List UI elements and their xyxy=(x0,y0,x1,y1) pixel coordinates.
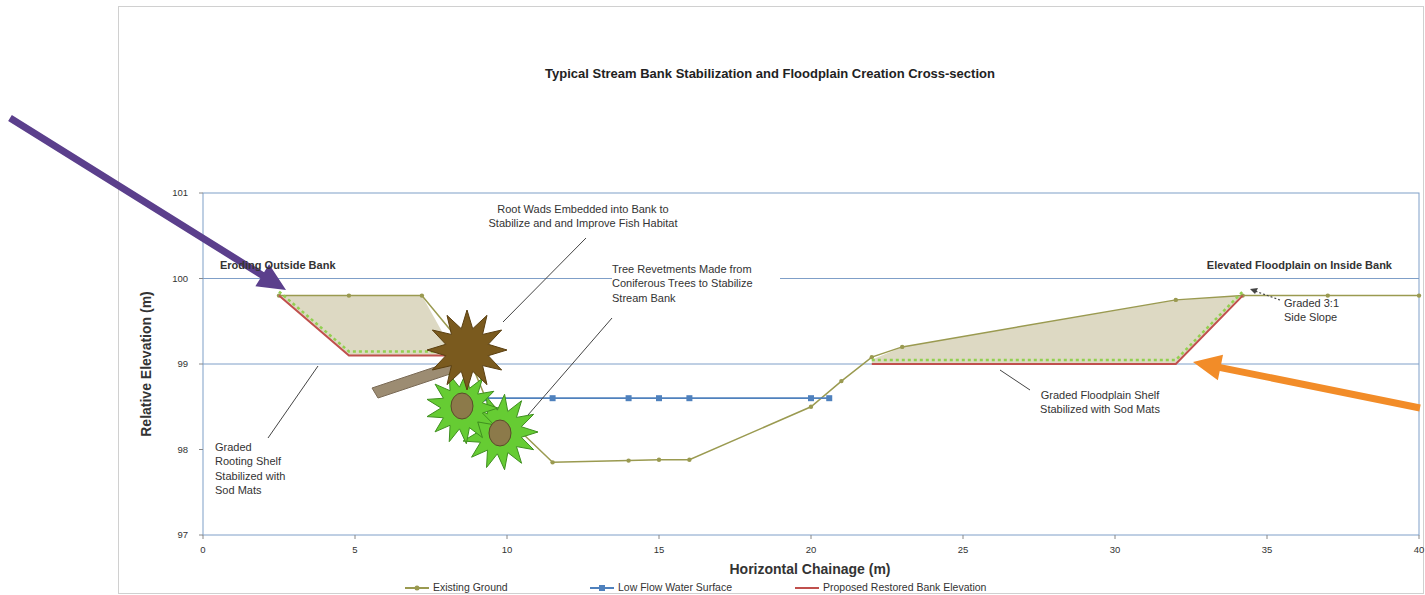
tree-trunk xyxy=(451,393,473,419)
sod-mat-line xyxy=(279,292,446,352)
leader-line xyxy=(503,238,586,322)
ground-marker xyxy=(657,458,661,462)
annotation: Root Wads Embedded into Bank to Stabiliz… xyxy=(477,202,689,231)
tick-label: 0 xyxy=(200,544,205,556)
tick-mark xyxy=(659,535,660,539)
legend-text: Proposed Restored Bank Elevation xyxy=(823,581,986,593)
ground-marker xyxy=(900,345,904,349)
proposed-bank-line xyxy=(872,296,1243,364)
tick-mark xyxy=(1419,535,1420,539)
bank-label: Eroding Outside Bank xyxy=(220,258,336,272)
legend-text: Low Flow Water Surface xyxy=(618,581,732,593)
annotation: Graded Floodplain Shelf Stabilized with … xyxy=(1025,388,1175,417)
legend-text: Existing Ground xyxy=(433,581,508,593)
tick-mark xyxy=(507,535,508,539)
tick-label: 25 xyxy=(958,544,969,556)
tick-mark xyxy=(199,535,203,536)
ground-marker xyxy=(1417,293,1421,297)
tick-label: 5 xyxy=(352,544,357,556)
bank-label: Elevated Floodplain on Inside Bank xyxy=(1207,258,1392,272)
chart-title: Typical Stream Bank Stabilization and Fl… xyxy=(545,66,995,83)
legend-marker xyxy=(599,585,605,591)
tick-mark xyxy=(203,535,204,539)
tick-mark xyxy=(199,278,203,279)
annotation: Graded Rooting Shelf Stabilized with Sod… xyxy=(215,440,291,497)
tree-trunk xyxy=(489,420,511,446)
ground-marker xyxy=(870,355,874,359)
annotation: Graded 3:1 Side Slope xyxy=(1284,296,1348,325)
tick-mark xyxy=(963,535,964,539)
sod-mat-line xyxy=(872,292,1243,360)
ground-marker xyxy=(626,458,630,462)
existing-ground-line xyxy=(279,296,1419,463)
tick-label: 97 xyxy=(177,529,188,541)
tick-mark xyxy=(355,535,356,539)
proposed-bank-line xyxy=(279,296,446,356)
water-marker xyxy=(686,395,692,401)
tick-label: 98 xyxy=(177,443,188,455)
tree-revetment xyxy=(427,372,498,443)
tick-label: 40 xyxy=(1414,544,1425,556)
water-marker xyxy=(626,395,632,401)
tick-label: 10 xyxy=(502,544,513,556)
chart-frame xyxy=(119,7,1424,594)
tick-mark xyxy=(1267,535,1268,539)
tick-mark xyxy=(811,535,812,539)
axis-title: Relative Elevation (m) xyxy=(137,291,155,437)
gridline xyxy=(203,278,1419,279)
ground-marker xyxy=(839,379,843,383)
legend-marker xyxy=(415,586,420,591)
axis-title: Horizontal Chainage (m) xyxy=(729,560,890,578)
tick-mark xyxy=(199,193,203,194)
tick-mark xyxy=(1115,535,1116,539)
tick-label: 99 xyxy=(177,358,188,370)
callout-arrow xyxy=(1193,355,1421,412)
ground-marker xyxy=(347,293,351,297)
water-marker xyxy=(808,395,814,401)
ground-marker xyxy=(420,293,424,297)
leader-head xyxy=(1250,288,1258,294)
annotation: Tree Revetments Made from Coniferous Tre… xyxy=(612,262,780,305)
cut-region xyxy=(872,296,1243,364)
leader-line xyxy=(268,366,318,438)
tick-label: 101 xyxy=(172,187,188,199)
leader-line xyxy=(1000,370,1030,390)
ground-marker xyxy=(809,405,813,409)
tick-label: 15 xyxy=(654,544,665,556)
tick-label: 100 xyxy=(172,272,188,284)
legend-sample xyxy=(795,587,819,589)
leader-line xyxy=(528,318,612,415)
gridline xyxy=(203,364,1419,365)
root-wad xyxy=(427,310,507,390)
tick-mark xyxy=(199,449,203,450)
ground-marker xyxy=(1174,298,1178,302)
tick-label: 35 xyxy=(1262,544,1273,556)
tick-mark xyxy=(199,364,203,365)
ground-marker xyxy=(550,460,554,464)
plot-area xyxy=(203,193,1419,535)
tick-label: 30 xyxy=(1110,544,1121,556)
water-marker xyxy=(550,395,556,401)
water-marker xyxy=(826,395,832,401)
ground-marker xyxy=(687,458,691,462)
tick-label: 20 xyxy=(806,544,817,556)
water-marker xyxy=(656,395,662,401)
